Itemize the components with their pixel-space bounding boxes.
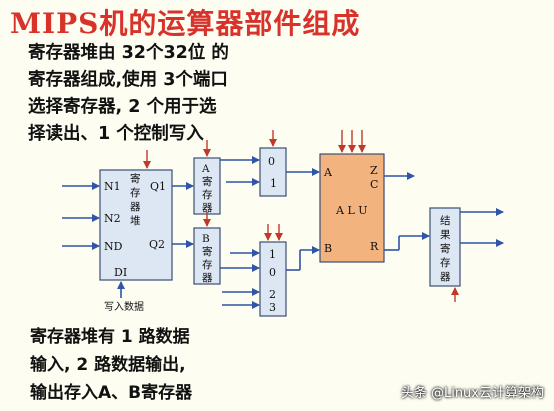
intro-line: 寄存器组成,使用 3个端口 (28, 70, 228, 90)
bottom-text: 寄存器堆有 1 路数据 输入, 2 路数据输出, 输出存入A、B寄存器 (30, 323, 310, 407)
port-di-label: DI (114, 266, 127, 279)
result-char: 果 (440, 229, 451, 241)
register-file: N1 N2 ND DI Q1 Q2 寄 存 器 堆 (99, 169, 173, 281)
bottom-line: 寄存器堆有 1 路数据 (30, 327, 190, 347)
mux-bottom: 1 0 2 3 (259, 241, 287, 317)
result-register-box (429, 207, 461, 287)
mux-bottom-box (259, 241, 287, 317)
regfile-char: 存 (130, 186, 141, 199)
intro-line: 选择寄存器, 2 个用于选 (28, 97, 217, 117)
port-nd-label: ND (104, 240, 123, 253)
rega-char: 寄 (202, 175, 213, 188)
port-q2-label: Q2 (149, 238, 165, 251)
result-char: 寄 (440, 242, 451, 255)
mux-top-input: 0 (268, 155, 275, 168)
regb-char: 寄 (202, 245, 213, 258)
register-b-box (193, 227, 221, 285)
alu-output-r-label: R (370, 240, 379, 253)
mux-bottom-input: 0 (269, 266, 276, 279)
register-a: A 寄 存 器 (193, 157, 221, 215)
alu-input-b-label: B (324, 242, 332, 255)
result-char: 存 (440, 256, 451, 269)
result-char: 结 (440, 214, 451, 227)
rega-char: 存 (202, 188, 213, 201)
regb-char: 存 (202, 258, 213, 271)
regfile-char: 寄 (130, 172, 141, 185)
result-register: 结 果 寄 存 器 (429, 207, 461, 287)
intro-line: 择读出、1 个控制写入 (28, 124, 204, 144)
port-n1-label: N1 (104, 180, 121, 193)
bottom-line: 输入, 2 路数据输出, (30, 355, 186, 375)
mux-bottom-input: 2 (269, 288, 276, 301)
regfile-char: 器 (130, 201, 141, 213)
result-char: 器 (440, 271, 451, 283)
alu-flag-c: C (370, 178, 378, 191)
mux-top: 0 1 (259, 147, 287, 197)
bottom-line: 输出存入A、B寄存器 (30, 383, 193, 403)
mux-bottom-input: 3 (269, 301, 276, 314)
page-title: MIPS机的运算器部件组成 (10, 7, 361, 40)
intro-line: 寄存器堆由 32个32位 的 (28, 43, 229, 63)
regb-char: 器 (202, 272, 213, 284)
register-b: B 寄 存 器 (193, 227, 221, 285)
alu: A B A L U Z C R (319, 153, 385, 263)
watermark: 头条 @Linux云计算架构 (400, 386, 544, 401)
mux-bottom-input: 1 (269, 248, 276, 261)
mux-top-box (259, 147, 287, 197)
intro-text: 寄存器堆由 32个32位 的 寄存器组成,使用 3个端口 选择寄存器, 2 个用… (28, 40, 288, 148)
regb-char: B (202, 233, 210, 245)
alu-input-a-label: A (323, 166, 333, 179)
alu-box (319, 153, 385, 263)
alu-flag-z: Z (370, 164, 378, 177)
register-a-box (193, 157, 221, 215)
alu-label: A L U (335, 204, 368, 217)
rega-char: A (201, 163, 210, 175)
mux-top-input: 1 (270, 177, 277, 190)
regfile-char: 堆 (130, 215, 141, 227)
port-q1-label: Q1 (150, 180, 166, 193)
rega-char: 器 (202, 202, 213, 214)
register-file-box (99, 169, 173, 281)
write-data-label: 写入数据 (104, 300, 144, 313)
port-n2-label: N2 (104, 212, 121, 225)
